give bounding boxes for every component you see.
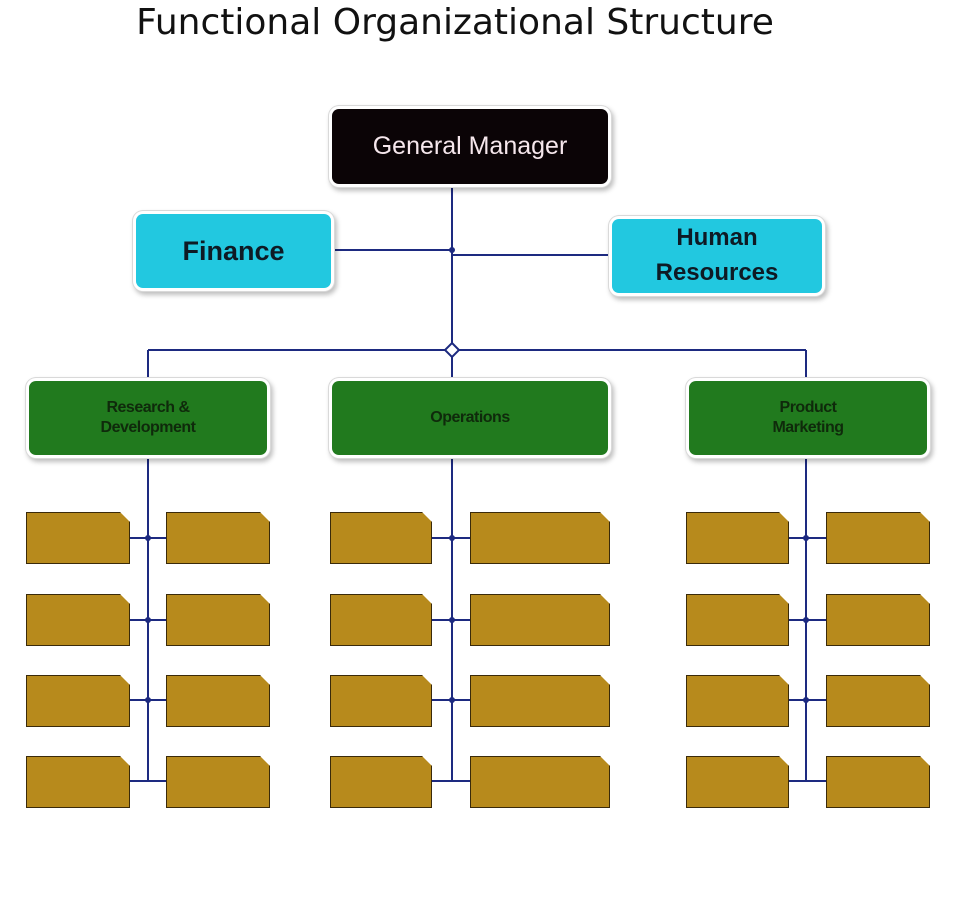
product-marketing-box: Product Marketing bbox=[689, 381, 927, 455]
operations-box: Operations bbox=[332, 381, 608, 455]
operations-label: Operations bbox=[430, 409, 510, 426]
rd-unit-box bbox=[166, 675, 270, 727]
operations-unit-box bbox=[330, 512, 432, 564]
finance-label: Finance bbox=[182, 235, 285, 266]
general-manager-box: General Manager bbox=[332, 109, 608, 184]
operations-unit-box bbox=[330, 756, 432, 808]
product-marketing-label-line1: Product bbox=[779, 399, 837, 416]
general-manager-label: General Manager bbox=[372, 132, 568, 160]
diagram-title: Functional Organizational Structure bbox=[136, 2, 774, 43]
rd-unit-box bbox=[166, 594, 270, 646]
rd-unit-box bbox=[26, 594, 130, 646]
rd-unit-box bbox=[166, 756, 270, 808]
operations-unit-box bbox=[330, 675, 432, 727]
marketing-unit-box bbox=[686, 675, 789, 727]
product-marketing-label-line2: Marketing bbox=[772, 419, 844, 436]
rd-unit-box bbox=[26, 756, 130, 808]
marketing-unit-box bbox=[826, 594, 930, 646]
marketing-unit-box bbox=[826, 675, 930, 727]
marketing-unit-box bbox=[826, 512, 930, 564]
marketing-unit-box bbox=[826, 756, 930, 808]
operations-unit-box bbox=[470, 594, 610, 646]
operations-unit-box bbox=[330, 594, 432, 646]
rd-unit-box bbox=[166, 512, 270, 564]
operations-unit-box bbox=[470, 756, 610, 808]
human-resources-box: Human Resources bbox=[612, 219, 822, 293]
rd-unit-box bbox=[26, 675, 130, 727]
finance-box: Finance bbox=[136, 214, 331, 288]
research-development-label-line2: Development bbox=[100, 419, 196, 436]
rd-unit-box bbox=[26, 512, 130, 564]
research-development-label-line1: Research & bbox=[106, 399, 190, 416]
operations-unit-box bbox=[470, 675, 610, 727]
human-resources-label-line2: Resources bbox=[655, 259, 779, 286]
junction-diamond-icon bbox=[443, 341, 461, 359]
operations-unit-box bbox=[470, 512, 610, 564]
human-resources-label-line1: Human bbox=[676, 224, 758, 252]
marketing-unit-box bbox=[686, 756, 789, 808]
marketing-unit-box bbox=[686, 594, 789, 646]
marketing-unit-box bbox=[686, 512, 789, 564]
research-development-box: Research & Development bbox=[29, 381, 267, 455]
